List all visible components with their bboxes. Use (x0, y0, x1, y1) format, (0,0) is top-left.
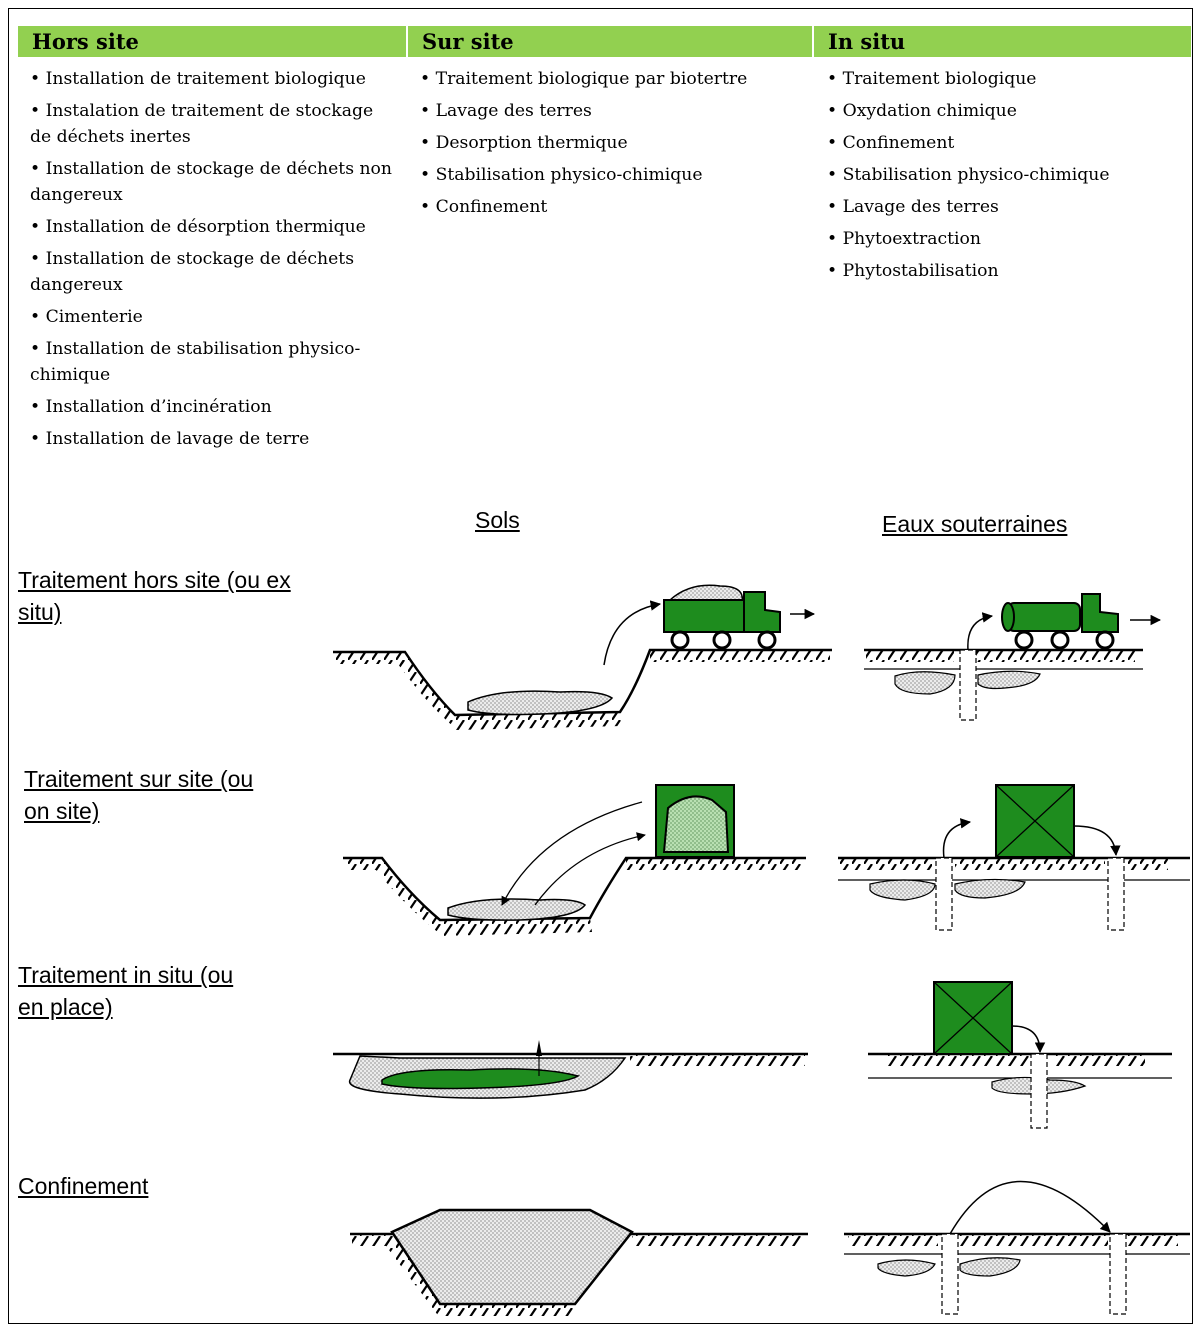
list-item: Installation de stockage de déchets dang… (30, 246, 396, 298)
table-header: Hors site Sur site In situ (18, 26, 1191, 57)
row-label-in-situ: Traitement in situ (ou en place) (18, 962, 234, 1020)
groundwater-onsite (838, 784, 1190, 931)
soil-in-situ (333, 1040, 808, 1099)
list-item: Installation de désorption thermique (30, 214, 396, 240)
row-label-hors-site: Traitement hors site (ou ex situ) (18, 567, 291, 625)
list-item: Confinement (827, 130, 1187, 156)
soil-excavation-onsite (343, 784, 806, 936)
list-item: Installation de traitement biologique (30, 66, 396, 92)
list-item: Instalation de traitement de stockage de… (30, 98, 396, 150)
list-item: Phytostabilisation (827, 258, 1187, 284)
list-item: Installation de stabilisation physico-ch… (30, 336, 396, 388)
list-item: Traitement biologique par biotertre (420, 66, 810, 92)
row-label-confinement: Confinement (18, 1173, 149, 1199)
soil-confinement (350, 1208, 808, 1318)
list-item: Desorption thermique (420, 130, 810, 156)
column-label-sols: Sols (475, 507, 520, 533)
groundwater-in-situ (868, 981, 1172, 1129)
list-item: Lavage des terres (420, 98, 810, 124)
row-label-sur-site: Traitement sur site (ou on site) (24, 766, 254, 824)
list-item: Stabilisation physico-chimique (420, 162, 810, 188)
list-item: Installation de lavage de terre (30, 426, 396, 452)
header-hors-site: Hors site (18, 26, 408, 57)
list-in-situ: Traitement biologique Oxydation chimique… (827, 66, 1187, 290)
truck-offsite (663, 584, 816, 650)
soil-excavation-offsite (333, 600, 832, 730)
list-item: Confinement (420, 194, 810, 220)
list-item: Stabilisation physico-chimique (827, 162, 1187, 188)
header-sur-site: Sur site (408, 26, 814, 57)
list-item: Lavage des terres (827, 194, 1187, 220)
list-item: Cimenterie (30, 304, 396, 330)
list-item: Installation d’incinération (30, 394, 396, 420)
list-item: Phytoextraction (827, 226, 1187, 252)
list-item: Installation de stockage de déchets non … (30, 156, 396, 208)
list-item: Oxydation chimique (827, 98, 1187, 124)
groundwater-offsite (864, 593, 1162, 721)
header-in-situ: In situ (828, 29, 906, 54)
list-sur-site: Traitement biologique par biotertre Lava… (420, 66, 810, 226)
list-item: Traitement biologique (827, 66, 1187, 92)
list-hors-site: Installation de traitement biologique In… (30, 66, 396, 458)
groundwater-confinement (844, 1180, 1190, 1315)
column-label-eaux-souterraines: Eaux souterraines (882, 511, 1068, 537)
